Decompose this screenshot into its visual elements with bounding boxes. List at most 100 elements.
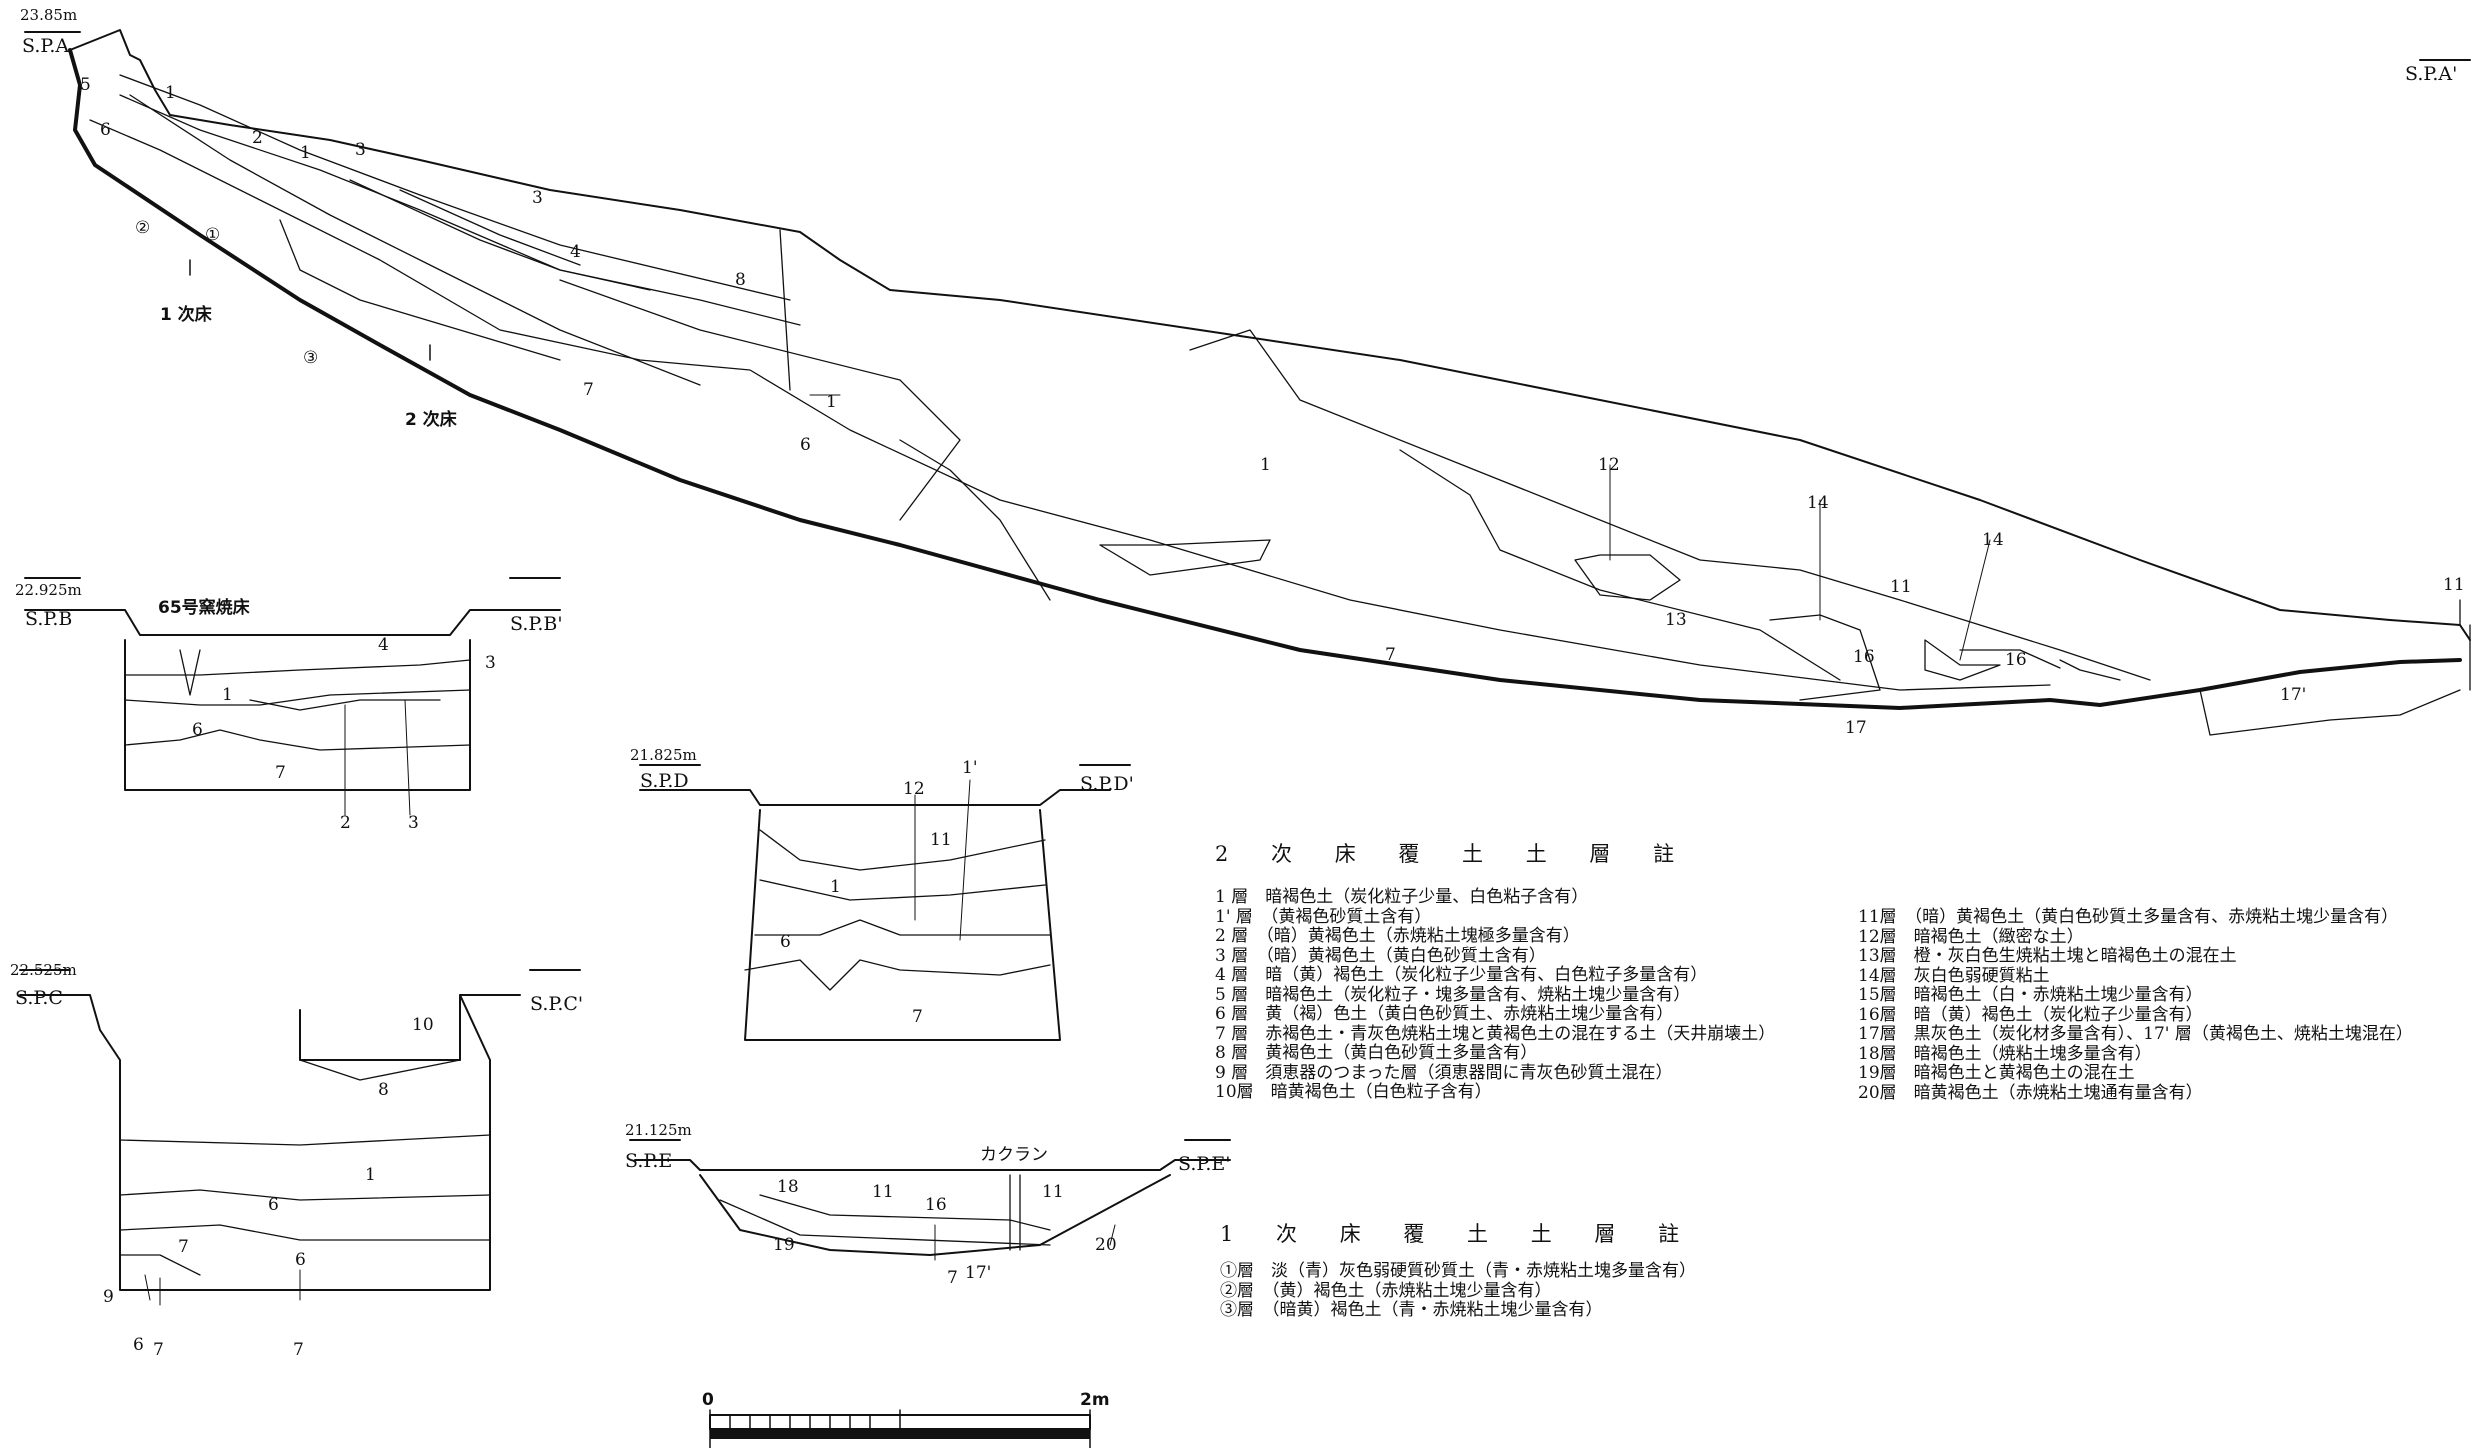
sp-d-right: S.P.D' — [1080, 773, 1134, 795]
layer-label: 12 — [903, 779, 925, 799]
layer-label: 17' — [965, 1263, 991, 1283]
sp-e-left: S.P.E — [625, 1150, 672, 1172]
layer-label: 1 — [165, 83, 176, 103]
legend-row: 4 層 暗（黄）褐色土（炭化粒子少量含有、白色粒子多量含有） — [1215, 965, 1708, 985]
section-e-layer-labels: 18 11 16 11 19 7 17' 20 — [773, 1177, 1117, 1288]
layer-label: 20 — [1095, 1235, 1117, 1255]
layer-label: 1' — [962, 758, 978, 778]
legend-row: 17層 黒灰色土（炭化材多量含有）、17' 層（黄褐色土、焼粘土塊混在） — [1858, 1024, 2413, 1044]
section-d-layer-labels: 12 1' 11 1 6 7 — [780, 758, 978, 1027]
layer-label: 7 — [583, 380, 594, 400]
sp-a-right: S.P.A' — [2405, 63, 2457, 85]
layer-label: 11 — [930, 830, 952, 850]
layer-label: 16 — [1853, 647, 1875, 667]
layer-label: 11 — [2443, 575, 2465, 595]
layer-label: 16 — [925, 1195, 947, 1215]
sp-b-right: S.P.B' — [510, 613, 563, 635]
layer-label: 6 — [295, 1250, 306, 1270]
layer-label: 7 — [912, 1007, 923, 1027]
layer-label: 14 — [1982, 530, 2004, 550]
legend-row: 20層 暗黄褐色土（赤焼粘土塊通有量含有） — [1858, 1082, 2203, 1103]
layer-label: 7 — [1385, 645, 1396, 665]
legend-row: 15層 暗褐色土（白・赤焼粘土塊少量含有） — [1858, 985, 2203, 1005]
layer-label: 11 — [872, 1182, 894, 1202]
layer-label: 1 — [365, 1165, 376, 1185]
sp-c-left: S.P.C — [15, 987, 63, 1009]
floor-second-label: 2 次床 — [405, 409, 458, 430]
section-c-layer-labels: 10 8 1 6 7 6 9 6 7 7 — [103, 1015, 434, 1360]
kiln-floor-label: 65号窯焼床 — [158, 597, 251, 618]
section-a-layer-labels: 5 6 1 2 1 3 3 4 8 1 ② ① ③ 7 6 1 12 14 14… — [80, 75, 2465, 738]
legend-row: 10層 暗黄褐色土（白色粒子含有） — [1215, 1082, 1492, 1102]
section-b — [24, 609, 561, 816]
layer-label: 11 — [1890, 577, 1912, 597]
layer-label: 2 — [340, 813, 351, 833]
layer-label: 17 — [1845, 718, 1867, 738]
legend-row: 2 層 （暗）黄褐色土（赤焼粘土塊極多量含有） — [1215, 926, 1580, 946]
legend-second-left: 1 層 暗褐色土（炭化粒子少量、白色粘子含有） 1' 層 （黄褐色砂質土含有） … — [1215, 887, 1776, 1103]
elevation-c: 22.525m — [10, 961, 77, 979]
layer-label: 9 — [103, 1287, 114, 1307]
elevation-b: 22.925m — [15, 581, 82, 599]
legend-row: 19層 暗褐色土と黄褐色土の混在土 — [1858, 1063, 2135, 1083]
layer-label: 6 — [268, 1195, 279, 1215]
layer-label: 1 — [222, 685, 233, 705]
legend-row: 14層 灰白色弱硬質粘土 — [1858, 965, 2050, 986]
legend-first-floor: 1 次 床 覆 土 土 層 註 ①層 淡（青）灰色弱硬質砂質土（青・赤焼粘土塊多… — [1220, 1218, 1697, 1321]
elevation-d: 21.825m — [630, 746, 697, 764]
scale-end: 2m — [1080, 1390, 1110, 1410]
legend-second-floor: 2 次 床 覆 土 土 層 註 — [1215, 838, 1692, 894]
layer-label: 19 — [773, 1235, 795, 1255]
legend-row: 7 層 赤褐色土・青灰色焼粘土塊と黄褐色土の混在する土（天井崩壊土） — [1215, 1023, 1776, 1044]
layer-label: ② — [135, 218, 150, 238]
layer-label: 3 — [485, 653, 496, 673]
layer-label: 4 — [570, 242, 581, 262]
legend-row: 12層 暗褐色土（緻密な土） — [1858, 926, 2084, 947]
elevation-e: 21.125m — [625, 1121, 692, 1139]
layer-label: 8 — [735, 270, 746, 290]
layer-label: 7 — [153, 1340, 164, 1360]
legend-second-right: 11層 （暗）黄褐色土（黄白色砂質土多量含有、赤焼粘土塊少量含有） 12層 暗褐… — [1858, 907, 2413, 1103]
legend-row: ①層 淡（青）灰色弱硬質砂質土（青・赤焼粘土塊多量含有） — [1220, 1261, 1696, 1281]
legend-row: 16層 暗（黄）褐色土（炭化粒子少量含有） — [1858, 1004, 2203, 1025]
legend-row: ③層 （暗黄）褐色土（青・赤焼粘土塊少量含有） — [1220, 1300, 1603, 1320]
legend-row: 1 層 暗褐色土（炭化粒子少量、白色粘子含有） — [1215, 887, 1589, 907]
layer-label: 11 — [1042, 1182, 1064, 1202]
layer-label: 6 — [100, 120, 111, 140]
layer-label: ③ — [303, 348, 318, 368]
floor-first-label: 1 次床 — [160, 304, 213, 325]
layer-label: 7 — [947, 1268, 958, 1288]
layer-label: 8 — [378, 1080, 389, 1100]
layer-label: 1 — [830, 877, 841, 897]
legend-row: 3 層 （暗）黄褐色土（黄白色砂質土含有） — [1215, 945, 1546, 966]
legend-row: 9 層 須恵器のつまった層（須恵器間に青灰色砂質土混在） — [1215, 1062, 1673, 1083]
layer-label: 6 — [780, 932, 791, 952]
legend-first-title: 1 次 床 覆 土 土 層 註 — [1220, 1222, 1698, 1246]
layer-label: 6 — [800, 435, 811, 455]
layer-label: 10 — [412, 1015, 434, 1035]
layer-label: ① — [205, 225, 220, 245]
layer-label: 4 — [378, 635, 389, 655]
layer-label: 1 — [1260, 455, 1271, 475]
sp-e-right: S.P.E' — [1178, 1153, 1230, 1175]
layer-label: 7 — [178, 1237, 189, 1257]
layer-label: 5 — [80, 75, 91, 95]
layer-label: 6 — [192, 720, 203, 740]
layer-label: 18 — [777, 1177, 799, 1197]
layer-label: 1 — [826, 392, 837, 412]
legend-row: 11層 （暗）黄褐色土（黄白色砂質土多量含有、赤焼粘土塊少量含有） — [1858, 907, 2399, 927]
section-c — [19, 994, 521, 1306]
section-e — [634, 1159, 1231, 1261]
legend-row: 1' 層 （黄褐色砂質土含有） — [1215, 906, 1432, 927]
legend-row: 18層 暗褐色土（焼粘土塊多量含有） — [1858, 1043, 2152, 1064]
layer-label: 1 — [300, 143, 311, 163]
legend-row: 8 層 黄褐色土（黄白色砂質土多量含有） — [1215, 1043, 1538, 1063]
section-b-layer-labels: 4 3 1 6 7 2 3 — [192, 635, 496, 833]
layer-label: 6 — [133, 1335, 144, 1355]
disturbance-note: カクラン — [980, 1145, 1048, 1165]
section-d — [639, 779, 1111, 1041]
layer-label: 3 — [355, 140, 366, 160]
layer-label: 16 — [2005, 650, 2027, 670]
legend-row: 5 層 暗褐色土（炭化粒子・塊多量含有、焼粘土塊少量含有） — [1215, 984, 1691, 1005]
